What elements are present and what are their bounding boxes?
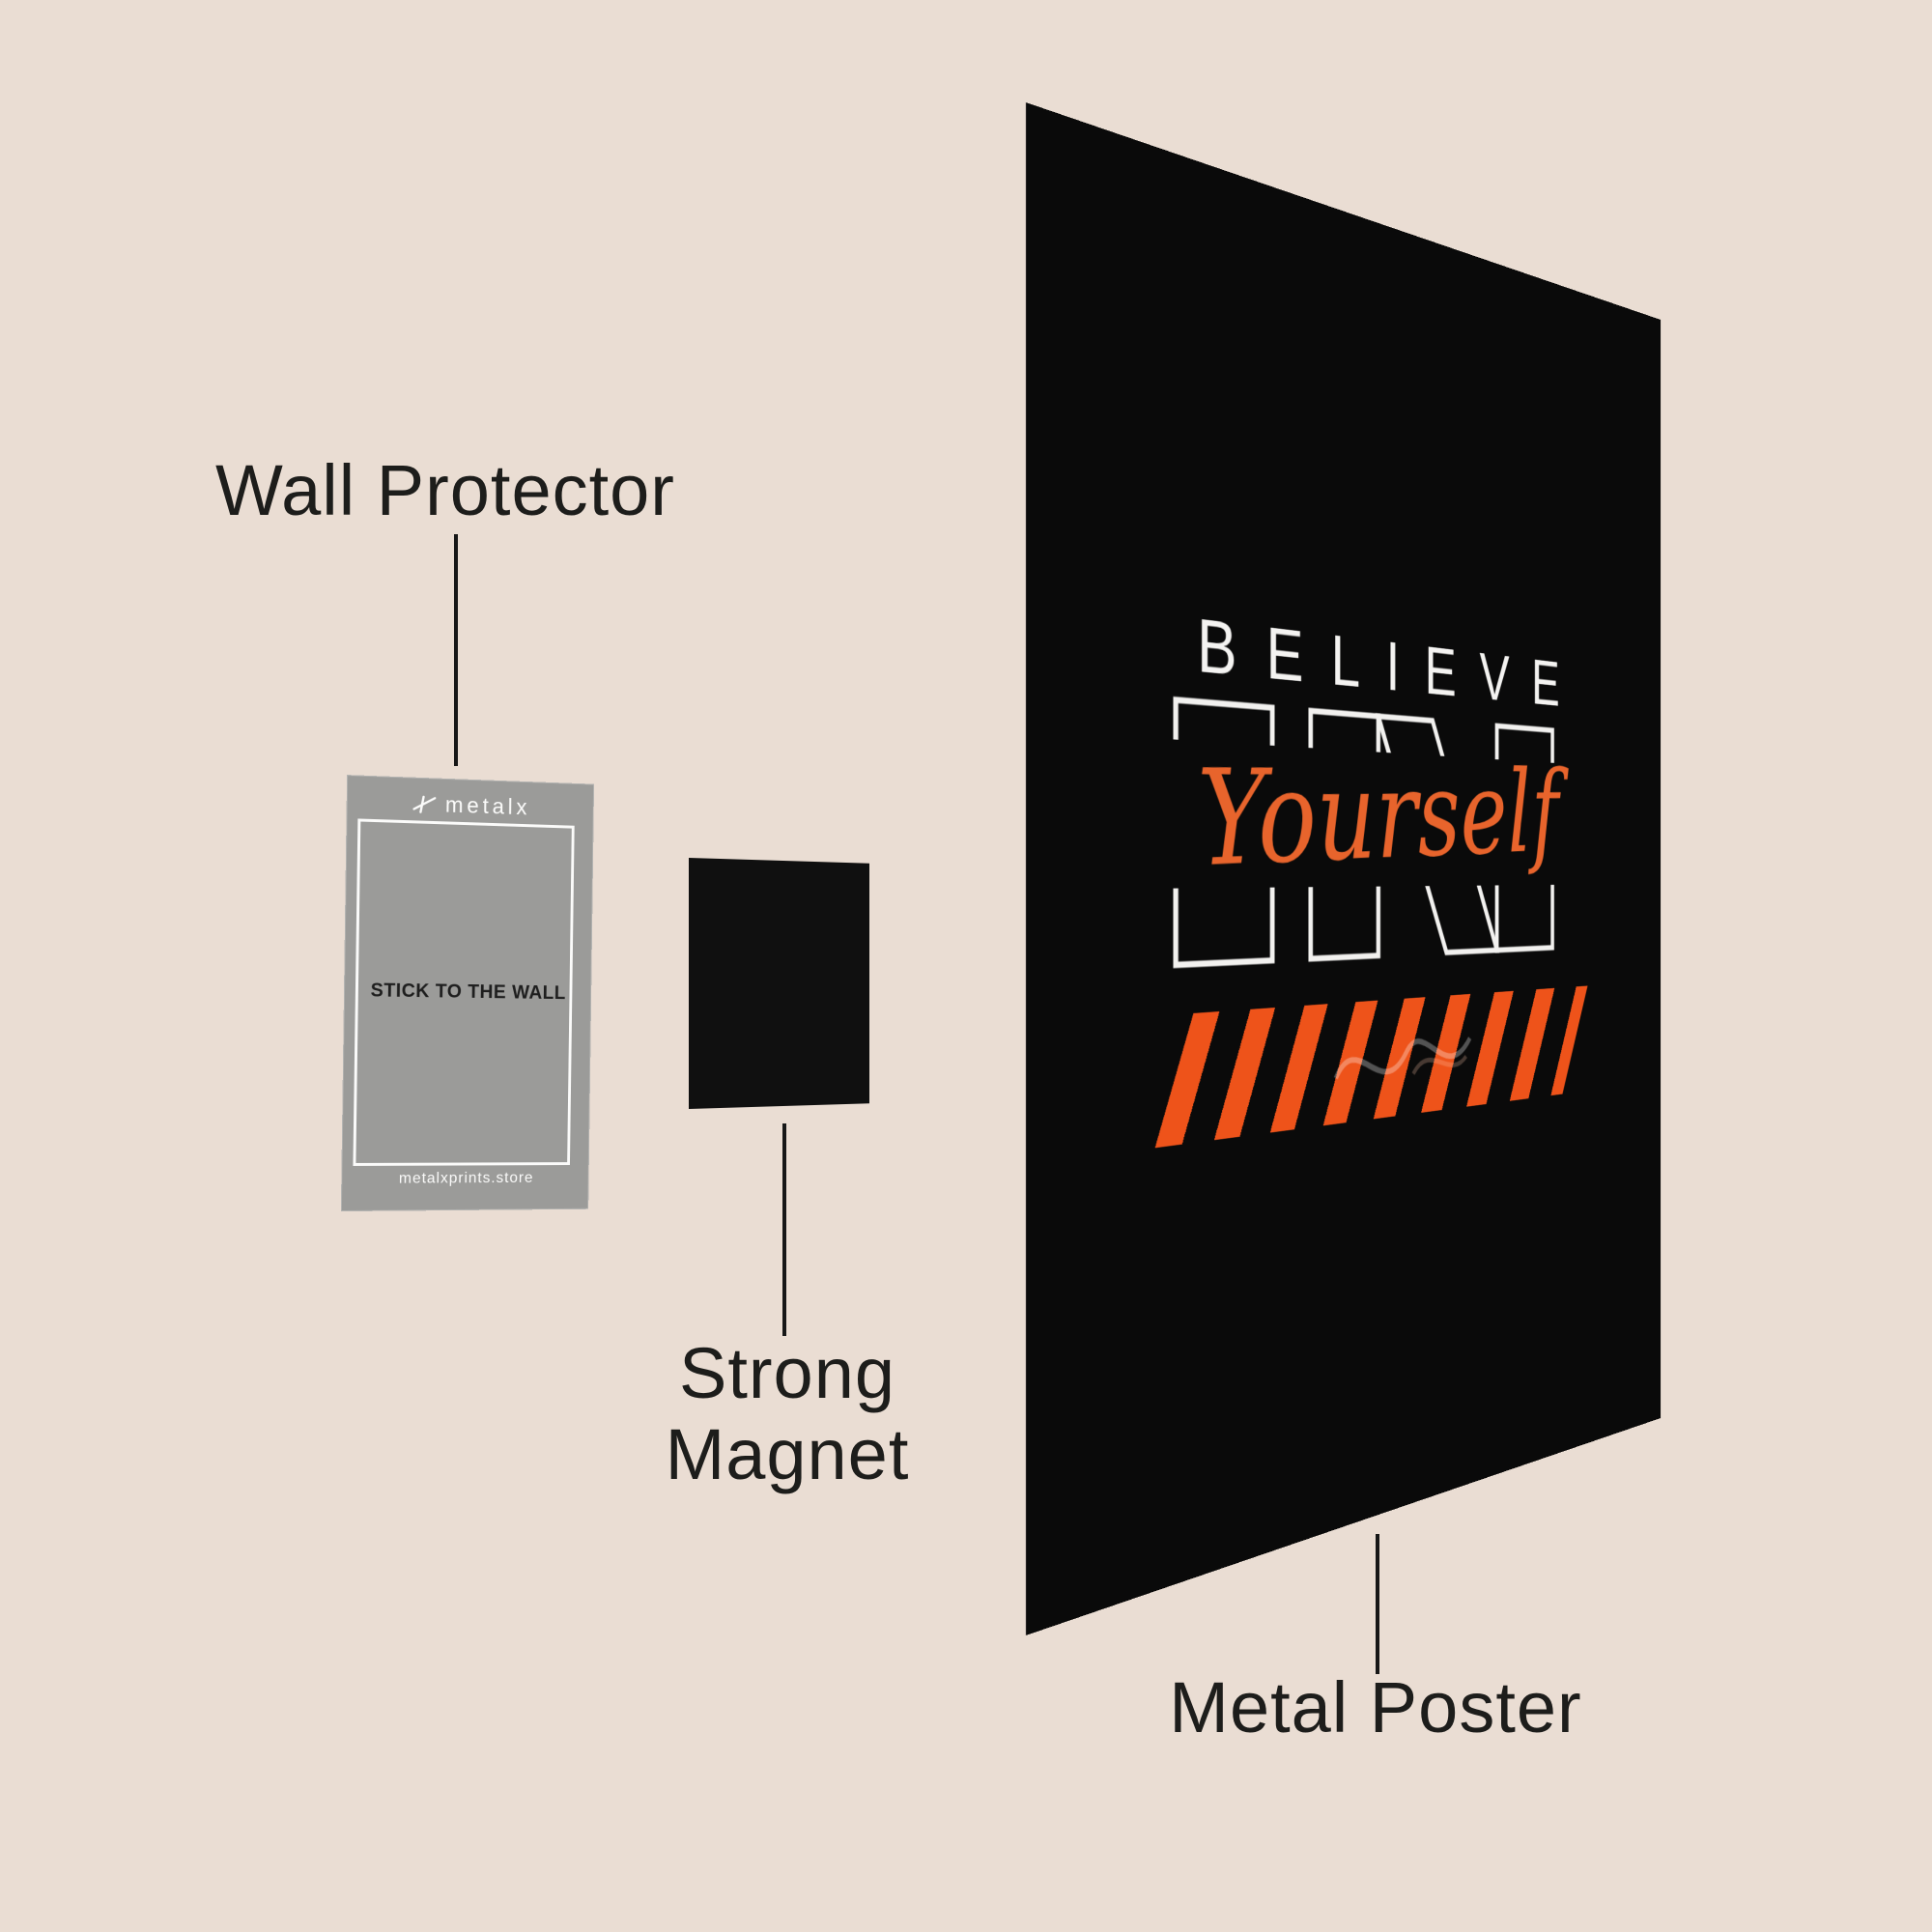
strong-magnet-square: [689, 858, 869, 1109]
card-website: metalxprints.store: [398, 1170, 534, 1187]
metal-poster-connector-line: [1376, 1534, 1379, 1674]
strong-magnet-label: Strong Magnet: [546, 1333, 1029, 1495]
metalx-logo-icon: [412, 793, 438, 815]
poster-word-in-outline: [1137, 102, 1599, 1635]
card-message: STICK TO THE WALL: [370, 980, 566, 1005]
metal-poster-label: Metal Poster: [1169, 1667, 1582, 1747]
metal-poster: BELIEVE Yourself: [1026, 102, 1662, 1635]
strong-magnet-connector-line: [782, 1123, 786, 1336]
metalx-logo: metalx: [347, 788, 594, 822]
metalx-logo-text: metalx: [444, 791, 531, 820]
strong-magnet-label-line2: Magnet: [665, 1414, 910, 1494]
wall-protector-label: Wall Protector: [215, 450, 675, 530]
strong-magnet-label-line1: Strong: [678, 1333, 896, 1413]
wall-protector-card: metalx STICK TO THE WALL metalxprints.st…: [340, 775, 595, 1212]
wall-protector-connector-line: [454, 534, 458, 766]
